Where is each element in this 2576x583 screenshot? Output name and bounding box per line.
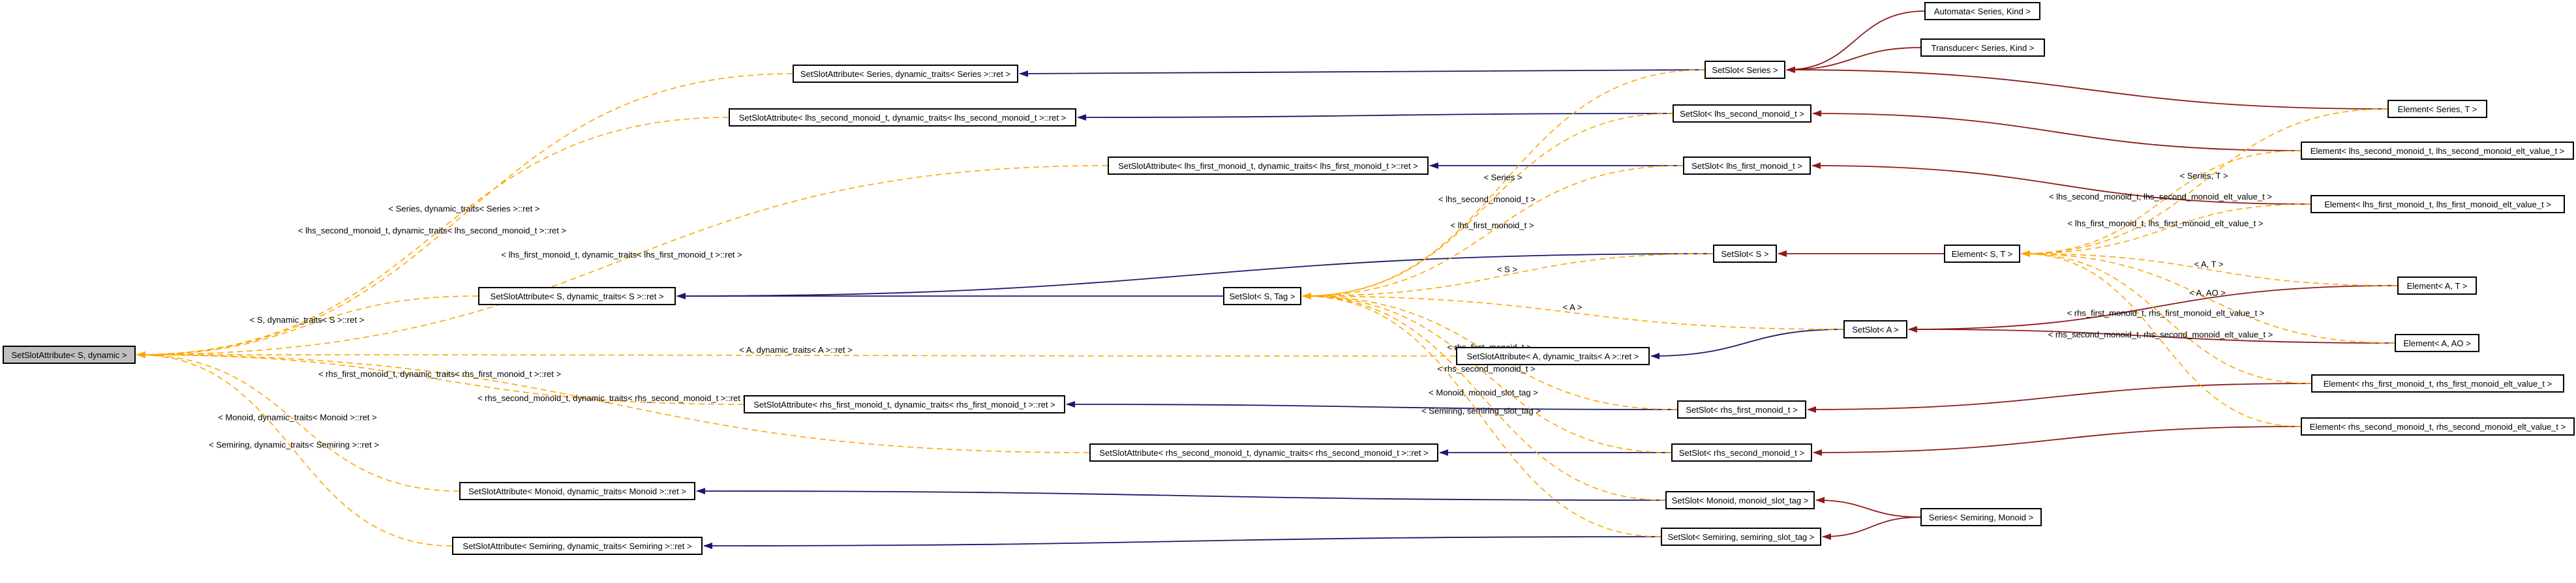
node-setslot-s[interactable]: SetSlot< S >: [1713, 245, 1777, 263]
edge-member-e_rhs2-to-s_rhs2: [1813, 426, 2301, 456]
edge-template-s_lhs2-to-s_stag: [1302, 113, 1673, 299]
node-setslot-s-tag[interactable]: SetSlot< S, Tag >: [1223, 287, 1301, 305]
edge-label: < Series, T >: [2180, 171, 2228, 181]
edge-member-e_at-to-s_a: [1908, 285, 2398, 333]
edge-label: < A, T >: [2194, 260, 2223, 269]
node-element-rhs1[interactable]: Element< rhs_first_monoid_t, rhs_first_m…: [2311, 374, 2564, 393]
edge-template-a_lhs1-to-root: [136, 165, 1108, 358]
node-a-a[interactable]: SetSlotAttribute< A, dynamic_traits< A >…: [1456, 347, 1650, 365]
edge-label: < Series, dynamic_traits< Series >::ret …: [389, 204, 540, 214]
edge-template-a_series-to-root: [136, 73, 793, 358]
node-element-rhs2[interactable]: Element< rhs_second_monoid_t, rhs_second…: [2301, 417, 2575, 436]
node-automata[interactable]: Automata< Series, Kind >: [1924, 2, 2040, 20]
edge-label: < A, dynamic_traits< A >::ret >: [739, 345, 852, 355]
edge-inherit-s_s-to-a_s: [676, 253, 1714, 299]
edge-label: < lhs_second_monoid_t, dynamic_traits< l…: [298, 226, 566, 235]
edge-member-transducer-to-s_series: [1786, 47, 1921, 73]
node-series-semiring-monoid[interactable]: Series< Semiring, Monoid >: [1920, 508, 2042, 526]
node-a-series[interactable]: SetSlotAttribute< Series, dynamic_traits…: [793, 65, 1018, 83]
node-setslot-series[interactable]: SetSlot< Series >: [1705, 61, 1785, 79]
edge-template-s_monoid-to-s_stag: [1302, 293, 1666, 501]
node-element-lhs1[interactable]: Element< lhs_first_monoid_t, lhs_first_m…: [2311, 195, 2565, 213]
edge-template-a_monoid-to-root: [136, 351, 460, 492]
edge-label: < lhs_first_monoid_t, dynamic_traits< lh…: [501, 250, 742, 260]
edge-template-e_series-to-e_st: [2021, 108, 2388, 257]
edge-template-a_s-to-root: [136, 295, 479, 358]
node-setslot-rhs1[interactable]: SetSlot< rhs_first_monoid_t >: [1677, 400, 1806, 419]
edge-template-e_aao-to-e_st: [2021, 250, 2395, 344]
edge-template-s_rhs2-to-s_stag: [1302, 293, 1672, 453]
edge-template-e_rhs2-to-e_st: [2021, 250, 2301, 427]
node-setslot-rhs2[interactable]: SetSlot< rhs_second_monoid_t >: [1671, 443, 1812, 462]
edge-template-e_rhs1-to-e_st: [2021, 250, 2312, 384]
edge-label: < Monoid, monoid_slot_tag >: [1429, 388, 1538, 398]
node-a-lhs2[interactable]: SetSlotAttribute< lhs_second_monoid_t, d…: [729, 108, 1076, 127]
node-a-lhs1[interactable]: SetSlotAttribute< lhs_first_monoid_t, dy…: [1108, 157, 1429, 175]
edge-label: < A >: [1563, 303, 1583, 312]
edge-inherit-s_series-to-a_series: [1019, 69, 1705, 77]
edge-label: < lhs_second_monoid_t >: [1438, 194, 1536, 204]
edge-member-e_aao-to-s_a: [1908, 326, 2395, 344]
edge-label: < lhs_second_monoid_t, lhs_second_monoid…: [2049, 192, 2272, 202]
edge-label: < S, dynamic_traits< S >::ret >: [250, 315, 365, 325]
edge-template-a_semiring-to-root: [136, 351, 453, 546]
edge-template-e_at-to-e_st: [2021, 250, 2398, 286]
node-transducer[interactable]: Transducer< Series, Kind >: [1920, 38, 2045, 57]
edge-member-e_lhs1-to-s_lhs1: [1811, 162, 2311, 205]
edge-template-a_lhs2-to-root: [136, 117, 729, 358]
edge-label: < rhs_first_monoid_t, dynamic_traits< rh…: [318, 369, 561, 379]
edge-template-s_s-to-s_stag: [1302, 253, 1714, 299]
edge-label: < rhs_second_monoid_t, dynamic_traits< r…: [477, 393, 748, 403]
edge-label: < Semiring, semiring_slot_tag >: [1421, 406, 1541, 416]
edge-member-series_sm-to-s_monoid: [1815, 497, 1921, 518]
edge-inherit-s_monoid-to-a_monoid: [696, 488, 1666, 501]
node-a-s[interactable]: SetSlotAttribute< S, dynamic_traits< S >…: [478, 287, 676, 305]
edge-label: < lhs_first_monoid_t >: [1451, 220, 1534, 230]
node-element-a-t[interactable]: Element< A, T >: [2397, 277, 2477, 295]
node-root[interactable]: SetSlotAttribute< S, dynamic >: [3, 346, 136, 364]
edge-template-s_series-to-s_stag: [1302, 69, 1705, 299]
node-a-rhs1[interactable]: SetSlotAttribute< rhs_first_monoid_t, dy…: [744, 395, 1065, 413]
edge-template-s_lhs1-to-s_stag: [1302, 165, 1684, 299]
edge-template-a_rhs1-to-root: [136, 351, 744, 405]
edge-member-e_series-to-s_series: [1786, 67, 2388, 110]
edge-template-a_a-to-root: [136, 351, 1457, 359]
node-setslot-lhs1[interactable]: SetSlot< lhs_first_monoid_t >: [1683, 157, 1811, 175]
node-element-lhs2[interactable]: Element< lhs_second_monoid_t, lhs_second…: [2301, 142, 2574, 160]
edge-label: < A, AO >: [2189, 288, 2226, 298]
edge-label: < rhs_second_monoid_t >: [1437, 364, 1535, 374]
edge-template-e_lhs1-to-e_st: [2021, 203, 2311, 257]
edge-member-e_lhs2-to-s_lhs2: [1812, 110, 2301, 151]
edge-template-a_rhs2-to-root: [136, 351, 1090, 453]
edge-label: < S >: [1497, 265, 1517, 275]
edge-template-e_lhs2-to-e_st: [2021, 150, 2301, 257]
edge-member-e_rhs1-to-s_rhs1: [1807, 383, 2312, 413]
node-setslot-a[interactable]: SetSlot< A >: [1843, 320, 1907, 338]
node-element-a-ao[interactable]: Element< A, AO >: [2395, 334, 2479, 352]
edge-template-s_a-to-s_stag: [1302, 293, 1844, 330]
node-a-rhs2[interactable]: SetSlotAttribute< rhs_second_monoid_t, d…: [1089, 443, 1438, 462]
node-a-monoid[interactable]: SetSlotAttribute< Monoid, dynamic_traits…: [459, 482, 695, 500]
edge-member-series_sm-to-s_semiring: [1822, 516, 1921, 540]
node-setslot-lhs2[interactable]: SetSlot< lhs_second_monoid_t >: [1673, 104, 1811, 123]
node-setslot-monoid[interactable]: SetSlot< Monoid, monoid_slot_tag >: [1665, 491, 1815, 509]
edge-label: < Semiring, dynamic_traits< Semiring >::…: [209, 440, 379, 450]
edge-inherit-s_semiring-to-a_semiring: [703, 536, 1661, 549]
edge-label: < lhs_first_monoid_t, lhs_first_monoid_e…: [2068, 218, 2264, 228]
node-element-s-t[interactable]: Element< S, T >: [1944, 245, 2020, 263]
edge-inherit-s_rhs1-to-a_rhs1: [1066, 401, 1678, 410]
node-a-semiring[interactable]: SetSlotAttribute< Semiring, dynamic_trai…: [452, 537, 703, 555]
edge-member-automaton-to-s_series: [1786, 10, 1925, 73]
edge-inherit-s_a-to-a_a: [1650, 329, 1844, 359]
edge-label: < rhs_second_monoid_t, rhs_second_monoid…: [2048, 330, 2273, 340]
edge-label: < rhs_first_monoid_t, rhs_first_monoid_e…: [2067, 308, 2265, 318]
edge-inherit-s_lhs2-to-a_lhs2: [1077, 113, 1673, 121]
edge-template-s_semiring-to-s_stag: [1302, 293, 1661, 537]
edge-label: < Monoid, dynamic_traits< Monoid >::ret …: [218, 413, 377, 423]
edge-label: < Series >: [1483, 173, 1522, 183]
node-setslot-semiring[interactable]: SetSlot< Semiring, semiring_slot_tag >: [1661, 528, 1821, 546]
node-element-series[interactable]: Element< Series, T >: [2387, 100, 2487, 118]
